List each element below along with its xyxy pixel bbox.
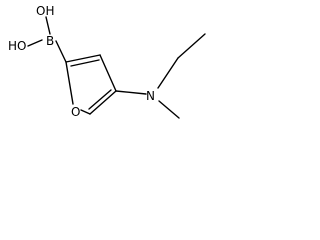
bond-c4-n	[115, 90, 147, 95]
bond-o-c2	[65, 61, 74, 105]
boron-label: B	[46, 34, 54, 48]
bond-n-ch2	[157, 57, 179, 89]
oh-left-label: HO	[8, 39, 26, 53]
bond-c4-c5-inner	[88, 89, 112, 110]
structure-canvas: OH HO B O N	[0, 0, 211, 129]
bond-b-oh-top	[45, 16, 51, 35]
oxygen-label: O	[71, 105, 80, 119]
bond-c4-c5	[89, 90, 117, 115]
oh-top-label: OH	[36, 4, 54, 18]
bond-c5-o	[80, 109, 91, 115]
bond-c3-c4	[99, 54, 117, 92]
bond-b-c2	[55, 40, 67, 63]
molecule-structure: OH HO B O N	[8, 4, 206, 119]
bond-c2-c3	[65, 54, 101, 63]
bond-ch2-ch3	[177, 33, 206, 59]
bond-c2-c3-inner	[70, 59, 100, 67]
nitrogen-label: N	[146, 89, 155, 103]
bond-n-ch3	[158, 100, 180, 119]
bond-b-oh-left	[27, 39, 43, 47]
